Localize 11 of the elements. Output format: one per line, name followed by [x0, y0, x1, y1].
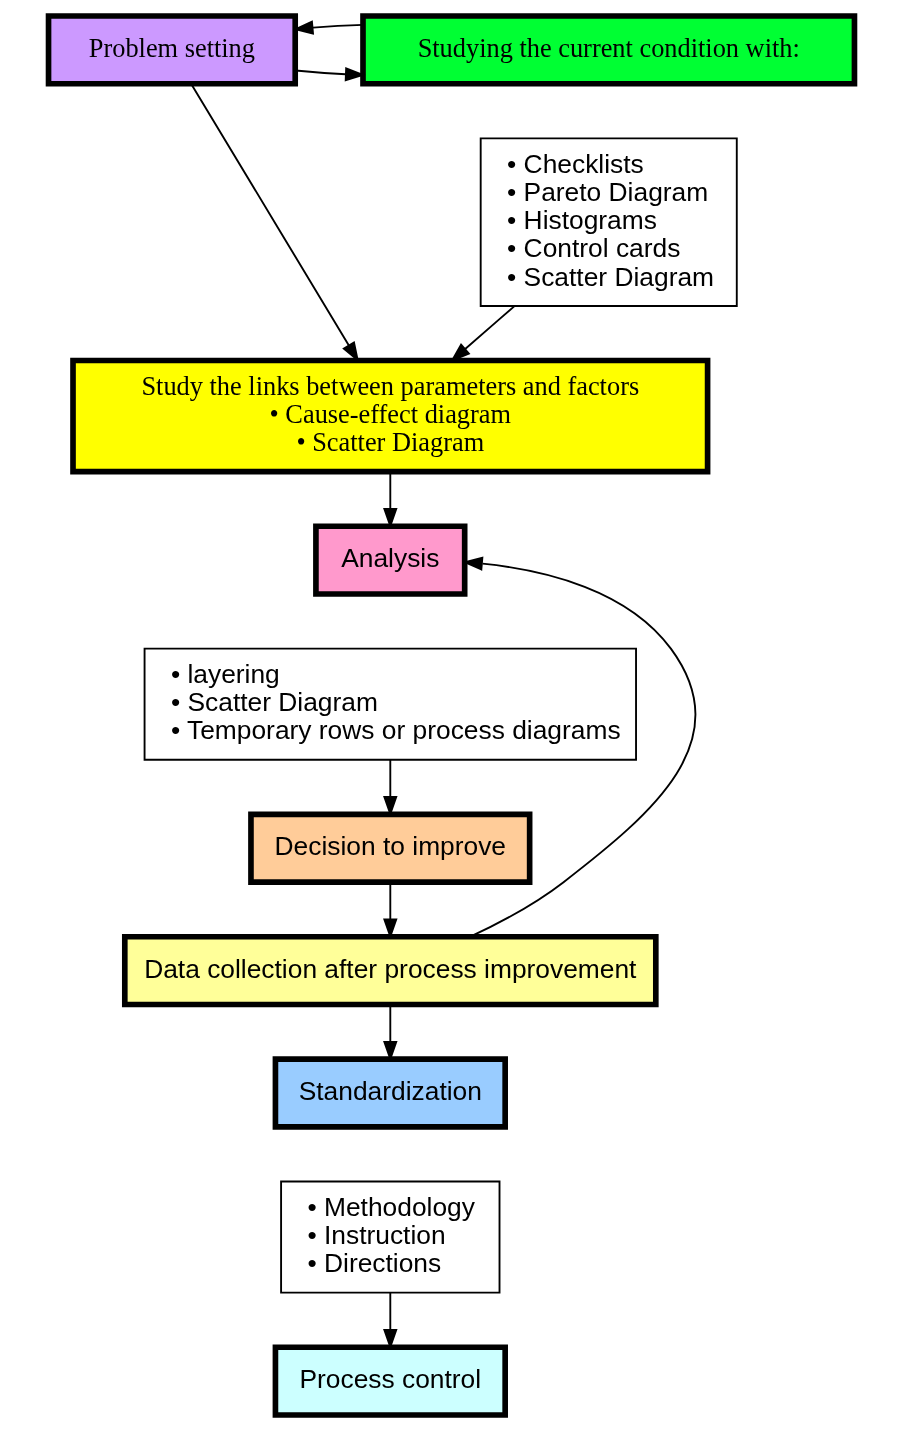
node-box: Study the links between parameters and factors • Cause-effect diagram • Scatter Diagram: [70, 357, 711, 475]
node-box: • layering • Scatter Diagram • Temporary rows or process diagrams: [143, 647, 637, 761]
node-box: Problem setting: [45, 13, 299, 87]
node-box: Studying the current condition with:: [360, 13, 858, 87]
node-box: Data collection after process improvement: [121, 933, 659, 1008]
node-box: Decision to improve: [248, 811, 533, 885]
node-box: Process control: [272, 1344, 508, 1418]
node-box: • Methodology • Instruction • Directions: [280, 1180, 501, 1294]
node-box: Analysis: [313, 523, 468, 597]
node-box: • Checklists • Pareto Diagram • Histograms • Control cards • Scatter Diagram: [479, 137, 738, 307]
node-box: Standardization: [272, 1056, 508, 1130]
